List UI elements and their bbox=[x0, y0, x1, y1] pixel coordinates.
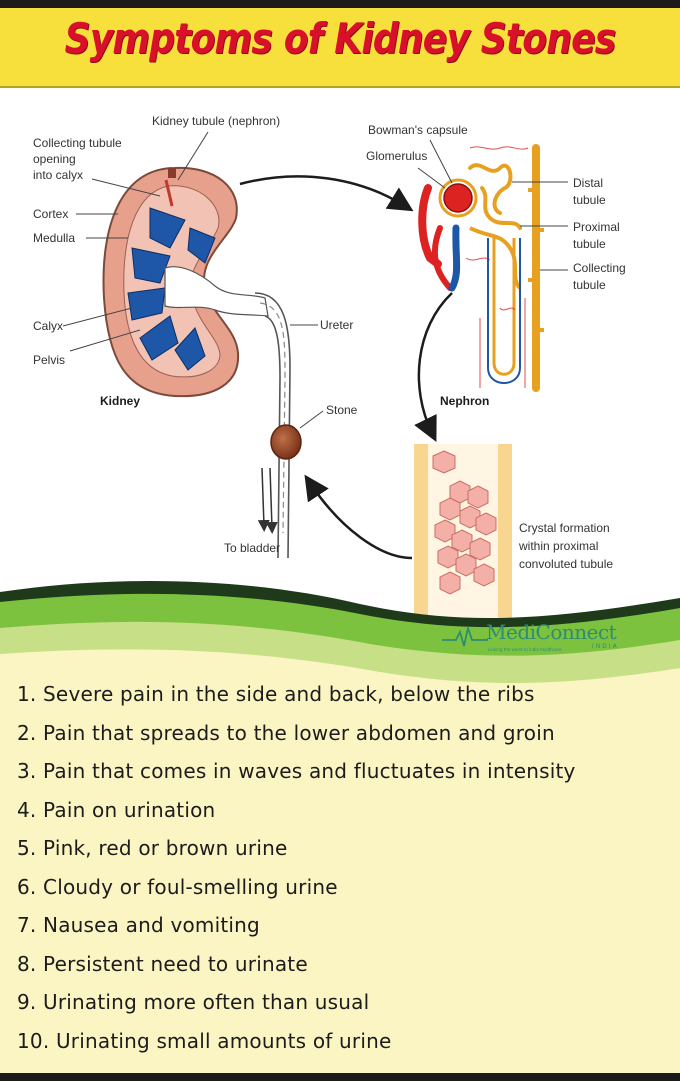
symptom-item: 7. Nausea and vomiting bbox=[17, 913, 260, 937]
label-crystal-2: within proximal bbox=[518, 539, 598, 553]
kidney-medulla bbox=[127, 207, 216, 371]
label-stone: Stone bbox=[326, 403, 358, 417]
title-banner bbox=[0, 8, 680, 88]
label-collecting-tubule-1: Collecting tubule bbox=[33, 136, 122, 150]
to-bladder-arrows bbox=[257, 467, 278, 534]
symptom-item: 2. Pain that spreads to the lower abdome… bbox=[17, 720, 555, 745]
ureter bbox=[254, 292, 291, 559]
label-collecting-2: tubule bbox=[573, 278, 606, 292]
label-to-bladder: To bladder bbox=[224, 541, 280, 555]
crystal-to-stone-arrow bbox=[304, 474, 413, 560]
capillary-network bbox=[465, 146, 529, 388]
label-glomerulus: Glomerulus bbox=[366, 149, 427, 163]
wave-cream bbox=[0, 649, 680, 688]
symptom-item: 5. Pink, red or brown urine bbox=[17, 836, 288, 860]
glomerulus bbox=[443, 183, 473, 213]
bowmans-capsule bbox=[438, 178, 478, 218]
bottom-border bbox=[0, 1073, 680, 1081]
label-kidney: Kidney bbox=[100, 394, 140, 408]
symptom-item: 3. Pain that comes in waves and fluctuat… bbox=[17, 759, 576, 783]
diagram-labels: Kidney tubule (nephron) Collecting tubul… bbox=[33, 114, 626, 571]
nephron-marker bbox=[168, 168, 176, 178]
symptom-item: 4. Pain on urination bbox=[17, 797, 216, 822]
brand-tagline: Linking the world to India healthcare bbox=[488, 647, 562, 652]
heartbeat-icon bbox=[442, 626, 488, 647]
page-title: Symptoms of Kidney Stones bbox=[64, 14, 617, 63]
nephron-illustration bbox=[418, 144, 544, 392]
brand-name: MediConnect bbox=[486, 620, 617, 644]
label-cortex: Cortex bbox=[33, 207, 68, 221]
stone bbox=[270, 424, 302, 460]
label-collecting-tubule-2: opening bbox=[33, 152, 76, 166]
label-distal-2: tubule bbox=[573, 193, 606, 207]
label-ureter: Ureter bbox=[320, 318, 353, 332]
brand-sub: INDIA bbox=[592, 643, 619, 650]
leader-lines bbox=[62, 131, 568, 429]
kidney-pelvis bbox=[164, 266, 269, 317]
nephron-to-crystal-arrow bbox=[414, 292, 453, 442]
label-distal-1: Distal bbox=[573, 176, 603, 190]
loop-of-henle bbox=[487, 238, 521, 384]
kidney-stone-diagram: Kidney tubule (nephron) Collecting tubul… bbox=[0, 114, 680, 688]
kidney-illustration bbox=[102, 166, 269, 398]
label-calyx: Calyx bbox=[33, 319, 63, 333]
symptom-item: 10. Urinating small amounts of urine bbox=[17, 1028, 392, 1053]
label-kidney-tubule: Kidney tubule (nephron) bbox=[152, 114, 280, 128]
kidney-to-nephron-arrow bbox=[239, 175, 414, 212]
symptom-item: 9. Urinating more often than usual bbox=[17, 990, 370, 1014]
label-bowmans-capsule: Bowman's capsule bbox=[368, 123, 468, 137]
top-border bbox=[0, 0, 680, 8]
symptom-item: 6. Cloudy or foul-smelling urine bbox=[17, 874, 338, 899]
collecting-tubule-branches bbox=[528, 188, 544, 332]
label-crystal-3: convoluted tubule bbox=[519, 557, 613, 571]
label-proximal-1: Proximal bbox=[573, 220, 620, 234]
label-medulla: Medulla bbox=[33, 231, 75, 245]
distal-tubule bbox=[468, 163, 522, 230]
symptoms-list: 1. Severe pain in the side and back, bel… bbox=[17, 682, 576, 1067]
label-crystal-1: Crystal formation bbox=[519, 521, 610, 535]
symptom-item: 1. Severe pain in the side and back, bel… bbox=[17, 682, 535, 706]
label-proximal-2: tubule bbox=[573, 237, 606, 251]
symptom-item: 8. Persistent need to urinate bbox=[17, 951, 308, 976]
label-pelvis: Pelvis bbox=[33, 353, 65, 367]
mediconnect-logo: MediConnect INDIA Linking the world to I… bbox=[442, 618, 642, 658]
label-nephron: Nephron bbox=[440, 394, 489, 408]
label-collecting-1: Collecting bbox=[573, 261, 626, 275]
nephron-in-kidney bbox=[164, 179, 174, 207]
crystals bbox=[432, 450, 497, 595]
label-collecting-tubule-3: into calyx bbox=[33, 168, 83, 182]
